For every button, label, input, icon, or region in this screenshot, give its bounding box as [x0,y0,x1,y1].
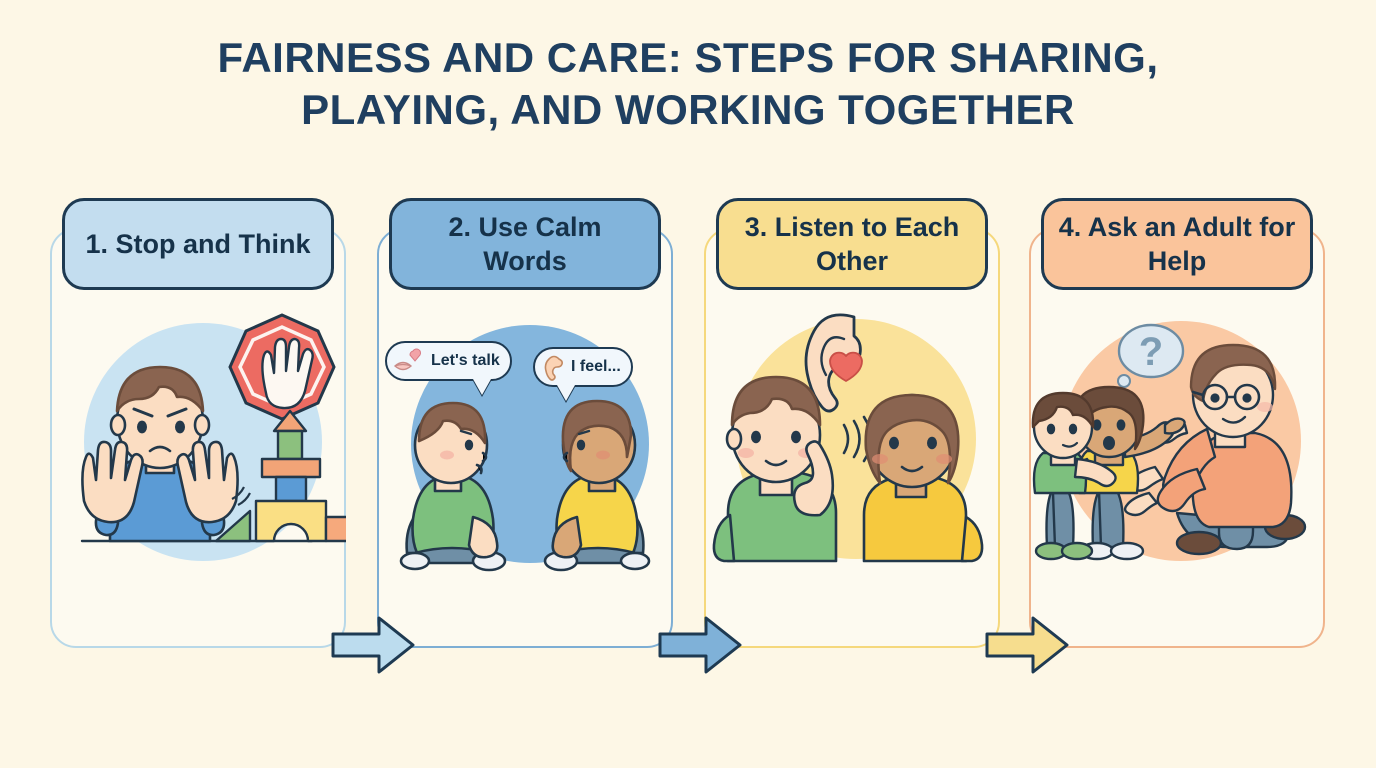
step-2-illustration: Let's talk I feel... [377,303,673,603]
step-header-3-label: 3. Listen to Each Other [744,212,960,276]
lips-heart-icon [393,348,421,371]
glasses-icon [1191,383,1261,411]
block-tower-icon [214,409,346,543]
boy-cupping-ear-girl-icon [712,313,984,563]
step-3-illustration [704,303,1000,603]
page-title-line-1: FAIRNESS AND CARE: STEPS FOR SHARING, [217,34,1159,81]
step-1-illustration [50,303,346,603]
speech-bubble-tail-right [557,385,575,401]
step-header-4[interactable]: 4. Ask an Adult for Help [1041,198,1313,290]
step-header-1-label: 1. Stop and Think [85,229,311,259]
speech-bubble-i-feel: I feel... [533,347,633,387]
arrow-step-3-to-4 [985,616,1069,674]
step-header-4-label: 4. Ask an Adult for Help [1058,212,1296,276]
stop-sign-hand-icon [228,313,336,421]
step-header-2-label: 2. Use Calm Words [448,212,602,276]
step-4-illustration: ? [1029,303,1325,603]
page-title: FAIRNESS AND CARE: STEPS FOR SHARING, PL… [0,32,1376,136]
speech-bubble-row: Let's talk I feel... [381,339,673,401]
speech-bubble-lets-talk: Let's talk [385,341,512,381]
speech-bubble-i-feel-text: I feel... [571,358,621,375]
step-header-1[interactable]: 1. Stop and Think [62,198,334,290]
speech-bubble-tail-left [473,379,491,395]
steps-row: Let's talk I feel... [0,198,1376,674]
page-title-line-2: PLAYING, AND WORKING TOGETHER [301,86,1075,133]
step-header-3[interactable]: 3. Listen to Each Other [716,198,988,290]
two-children-sitting-talking-icon [399,399,651,572]
svg-text:?: ? [1139,330,1163,374]
ear-heart-icon [804,313,863,413]
ear-icon [544,355,563,381]
children-asking-adult-icon: ? [1031,323,1307,561]
boy-raised-hands-icon [80,313,346,543]
arrow-step-2-to-3 [658,616,742,674]
speech-bubble-lets-talk-text: Let's talk [431,352,500,369]
question-thought-bubble-icon: ? [1108,323,1185,398]
arrow-step-1-to-2 [331,616,415,674]
step-header-2[interactable]: 2. Use Calm Words [389,198,661,290]
